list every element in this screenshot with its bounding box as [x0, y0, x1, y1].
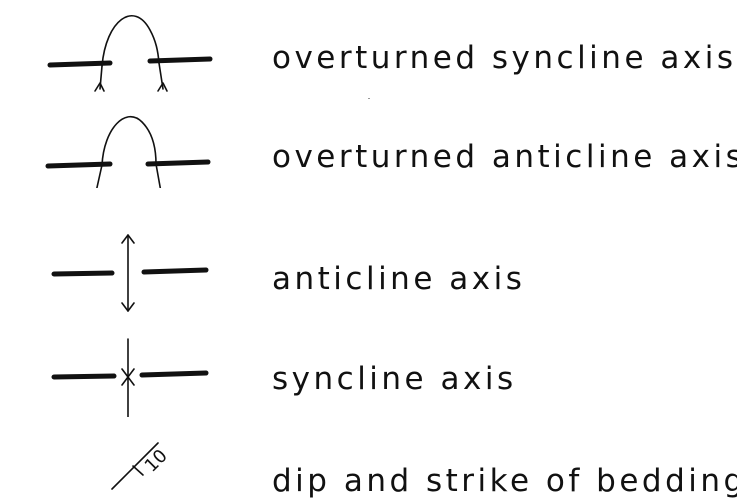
legend-label: overturned anticline axis	[272, 139, 737, 175]
legend-label: dip and strike of bedding	[272, 463, 737, 499]
legend-item-overturned-syncline: overturned syncline axis	[0, 5, 737, 95]
legend-item-dip-strike: 10 dip and strike of bedding	[0, 405, 737, 499]
legend-item-syncline: syncline axis	[0, 327, 737, 417]
legend-item-anticline: anticline axis	[0, 225, 737, 315]
stray-mark	[368, 98, 370, 99]
syncline-icon	[30, 327, 230, 417]
legend-label: anticline axis	[272, 261, 526, 297]
dip-strike-icon: 10	[30, 405, 230, 495]
dip-value: 10	[141, 445, 172, 476]
legend-label: syncline axis	[272, 361, 517, 397]
legend-label: overturned syncline axis	[272, 40, 737, 76]
overturned-syncline-icon	[30, 5, 230, 95]
overturned-anticline-icon	[30, 98, 230, 188]
anticline-icon	[30, 225, 230, 315]
legend-item-overturned-anticline: overturned anticline axis	[0, 98, 737, 188]
